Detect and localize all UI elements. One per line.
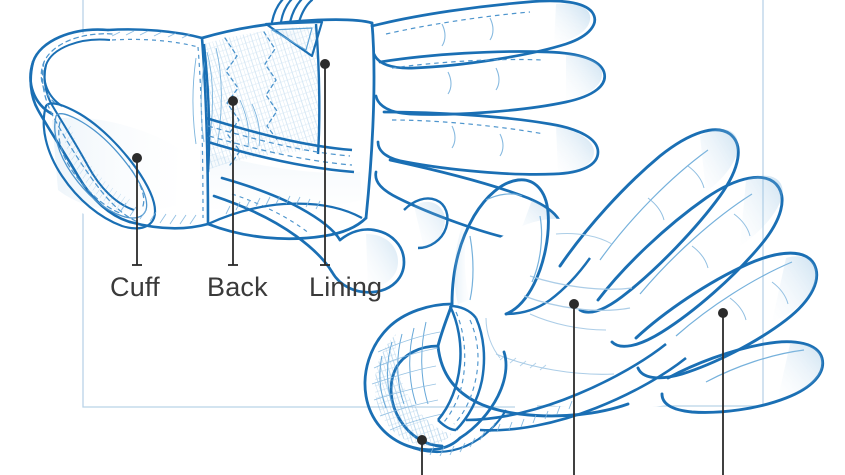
palm-view-glove (363, 128, 825, 457)
callout-callout-6 (718, 308, 728, 475)
logo-shade (276, 30, 308, 48)
back-strap-stitch (207, 125, 353, 166)
palm-cuff-strap-stitch (443, 311, 479, 425)
palm-glove-left-overlap (403, 197, 449, 250)
thumb-shade (366, 234, 398, 288)
palm-surface-creases (485, 233, 633, 375)
palm-glove-fill (430, 218, 760, 410)
palm-inner-contours (505, 257, 591, 316)
lining-fine-lines (192, 47, 261, 147)
callout-layer (132, 59, 728, 475)
back-glove-hem (207, 202, 363, 226)
callout-dot-cuff (132, 153, 142, 163)
palm-wrist-seam (465, 342, 687, 432)
back-glove-fingertip-shading (518, 3, 602, 242)
back-panel-outline (200, 18, 376, 241)
palm-thumb-shade (454, 226, 470, 304)
palm-wrist-seam-hatch (496, 400, 573, 433)
cuff-band (106, 28, 210, 230)
callout-label-lining: Lining (309, 272, 383, 302)
callout-dot-back (228, 96, 238, 106)
palm-glove-fingertip-shading (700, 129, 823, 398)
cuff-band-texture (111, 30, 197, 225)
callout-label-cuff: Cuff (110, 272, 160, 302)
callout-callout-5 (569, 299, 579, 475)
palm-cuff-knit-texture (374, 334, 452, 446)
palm-left-overlap-shade (414, 201, 445, 248)
cuff-interior-hatching (63, 126, 132, 212)
back-glove-thumb (212, 176, 406, 294)
back-strap (205, 116, 355, 174)
back-glove-finger-creases (441, 17, 504, 157)
lining-zigzag-stitch (224, 31, 279, 166)
callout-lining (320, 59, 330, 266)
palm-cuff-hem (407, 409, 507, 454)
callout-label-back: Back (207, 272, 268, 302)
palm-cuff-strap (437, 304, 486, 432)
callout-callout-4 (417, 435, 427, 475)
callout-dot-callout-6 (718, 308, 728, 318)
callout-dot-callout-5 (569, 299, 579, 309)
callout-dot-callout-4 (417, 435, 427, 445)
back-glove-hem-hatch (225, 195, 321, 215)
callout-dot-lining (320, 59, 330, 69)
logo-motif (264, 0, 324, 58)
palm-glove-thumb-detail (469, 193, 543, 301)
callout-cuff (132, 153, 142, 266)
back-glove-finger-seams (385, 11, 545, 135)
back-glove-thumb-seam (231, 193, 311, 235)
palm-cuff-cross-ribs (371, 331, 443, 431)
callout-back (228, 96, 238, 266)
palm-surface-hatching (499, 354, 547, 371)
